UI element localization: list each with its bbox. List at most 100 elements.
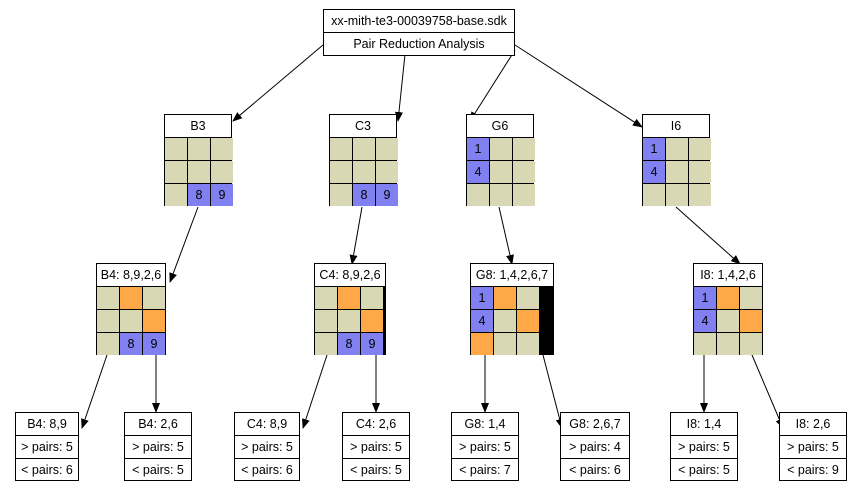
grid-cell: [165, 138, 187, 160]
grid-cell: [330, 161, 352, 183]
leaf-node-g8-267: G8: 2,6,7 > pairs: 4 < pairs: 6: [560, 412, 630, 481]
chain-label: C4: 8,9,2,6: [315, 264, 385, 287]
grid-cell: 1: [471, 287, 493, 309]
grid-cell: [188, 138, 210, 160]
leaf-node-i8-26: I8: 2,6 > pairs: 5 < pairs: 9: [779, 412, 847, 481]
grid-cell: 4: [694, 310, 716, 332]
leaf-node-b4-89: B4: 8,9 > pairs: 5 < pairs: 6: [15, 412, 79, 481]
grid-cell: [120, 287, 142, 309]
leaf-less-pairs: < pairs: 5: [343, 458, 409, 481]
leaf-label: C4: 8,9: [246, 417, 288, 431]
chain-label: G8: 1,4,2,6,7: [471, 264, 553, 287]
chain-label: B4: 8,9,2,6: [97, 264, 165, 287]
edge-arrow: [675, 206, 741, 265]
unit-label: G6: [467, 115, 533, 138]
grid-cell: [315, 287, 337, 309]
grid-cell: [471, 333, 493, 355]
edge-arrow: [498, 206, 514, 265]
grid-cell: [315, 310, 337, 332]
leaf-node-c4-89: C4: 8,9 > pairs: 5 < pairs: 6: [234, 412, 300, 481]
grid-cell: [740, 310, 762, 332]
leaf-less-pairs: < pairs: 7: [452, 458, 518, 481]
grid-cell: 4: [471, 310, 493, 332]
grid-cell: [165, 184, 187, 206]
grid-cell: [666, 184, 688, 206]
grid-cell: [353, 138, 375, 160]
grid-cell: [494, 287, 516, 309]
edge-arrow: [469, 49, 516, 122]
grid-cell: [467, 184, 489, 206]
grid-cell: 4: [643, 161, 665, 183]
grid-cell: [490, 138, 512, 160]
grid-cell: [315, 333, 337, 355]
root-node: xx-mith-te3-00039758-base.sdk Pair Reduc…: [323, 9, 515, 56]
grid-cell: 8: [188, 184, 210, 206]
grid-cell: [188, 161, 210, 183]
grid-cell: 8: [120, 333, 142, 355]
grid-cell: 4: [467, 161, 489, 183]
edge-arrow: [232, 44, 324, 122]
grid-cell: [143, 310, 165, 332]
grid-cell: [97, 333, 119, 355]
grid-cell: [517, 310, 539, 332]
edge-arrow: [394, 44, 407, 122]
edge-arrow: [81, 354, 108, 429]
leaf-more-pairs: > pairs: 5: [671, 435, 737, 458]
grid-cell: [120, 310, 142, 332]
grid-cell: [494, 310, 516, 332]
grid-cell: [376, 138, 398, 160]
leaf-more-pairs: > pairs: 5: [343, 435, 409, 458]
leaf-label: B4: 2,6: [138, 417, 178, 431]
grid-cell: 9: [211, 184, 233, 206]
grid-cell: [490, 184, 512, 206]
grid-cell: [338, 287, 360, 309]
grid-cell: [666, 138, 688, 160]
grid-cell: [361, 287, 383, 309]
grid-cell: [689, 184, 711, 206]
grid-cell: 1: [467, 138, 489, 160]
root-title: xx-mith-te3-00039758-base.sdk: [324, 10, 514, 33]
grid-cell: 8: [353, 184, 375, 206]
grid-cell: [143, 287, 165, 309]
grid-cell: [165, 161, 187, 183]
grid-cell: [330, 138, 352, 160]
leaf-node-c4-26: C4: 2,6 > pairs: 5 < pairs: 5: [342, 412, 410, 481]
leaf-more-pairs: > pairs: 4: [561, 435, 629, 458]
leaf-more-pairs: > pairs: 5: [125, 435, 191, 458]
grid-cell: [740, 287, 762, 309]
leaf-label: B4: 8,9: [27, 417, 67, 431]
grid-cell: [97, 287, 119, 309]
grid-cell: [740, 333, 762, 355]
grid-cell: [689, 161, 711, 183]
unit-label: I6: [643, 115, 709, 138]
leaf-more-pairs: > pairs: 5: [452, 435, 518, 458]
leaf-more-pairs: > pairs: 5: [16, 435, 78, 458]
leaf-node-b4-26: B4: 2,6 > pairs: 5 < pairs: 5: [124, 412, 192, 481]
grid-cell: [513, 161, 535, 183]
grid-cell: 8: [338, 333, 360, 355]
grid-cell: 9: [376, 184, 398, 206]
grid-cell: [353, 161, 375, 183]
leaf-less-pairs: < pairs: 6: [235, 458, 299, 481]
grid-cell: [338, 310, 360, 332]
edge-arrow: [514, 44, 643, 128]
leaf-label: C4: 2,6: [355, 417, 397, 431]
grid-cell: [717, 310, 739, 332]
leaf-less-pairs: < pairs: 6: [561, 458, 629, 481]
leaf-less-pairs: < pairs: 5: [671, 458, 737, 481]
grid-cell: [211, 161, 233, 183]
leaf-label: I8: 1,4: [686, 417, 722, 431]
